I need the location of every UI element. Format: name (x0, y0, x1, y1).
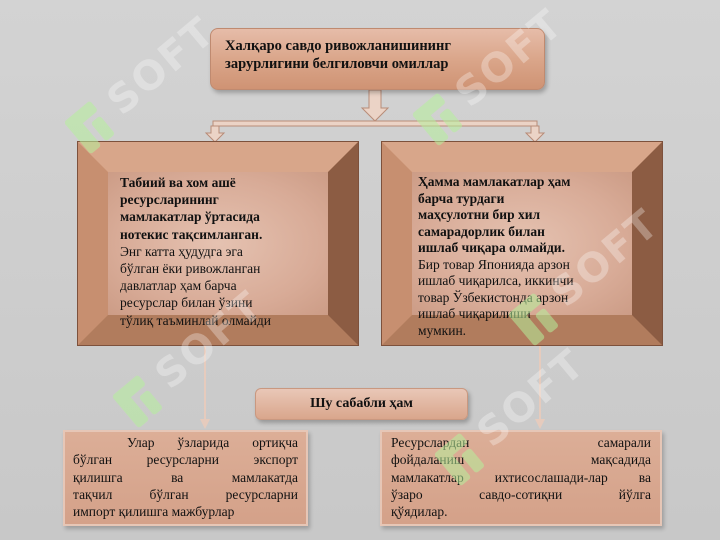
factor-line: тўлиқ таъминлай олмайди (120, 312, 271, 328)
factor-heading-line: Ҳамма мамлакатлар ҳам (418, 174, 571, 189)
factor-text: Ҳамма мамлакатлар ҳам барча турдаги маҳс… (412, 172, 632, 339)
conclusion-box-trade: Улар ўзларида ортиқча бўлган ресурсларни… (63, 430, 308, 526)
factor-line: ресурслар билан ўзини (120, 295, 253, 311)
factor-line: мумкин. (418, 322, 467, 338)
title-line: Халқаро савдо ривожланишининг (225, 38, 451, 54)
conclusion-line: импорт қилишга мажбурлар (73, 504, 235, 520)
factor-heading-line: мамлакатлар ўртасида (120, 209, 260, 225)
factor-heading-line: ишлаб чиқара олмайди. (418, 240, 565, 255)
factor-box-resources: Табиий ва хом ашё ресурсларининг мамлака… (77, 141, 359, 346)
conclusion-line: бўлган ресурсларни экспорт (73, 452, 298, 468)
factor-box-production: Ҳамма мамлакатлар ҳам барча турдаги маҳс… (381, 141, 663, 346)
factor-heading-line: Табиий ва хом ашё (120, 175, 236, 190)
connector-label: Шу сабабли ҳам (310, 396, 413, 411)
branch-bar (212, 120, 538, 127)
factor-heading-line: барча турдаги (418, 190, 505, 206)
title-down-arrow (360, 89, 390, 122)
conclusion-line: мамлакатлар ихтисослашади-лар ва (391, 469, 651, 485)
factor-text: Табиий ва хом ашё ресурсларининг мамлака… (108, 172, 328, 329)
factor-heading-line: маҳсулотни бир хил (418, 207, 541, 222)
conclusion-line: Улар ўзларида ортиқча (127, 435, 298, 450)
conclusion-line: қўядилар. (391, 504, 448, 520)
factor-line: бўлган ёки ривожланган (120, 261, 261, 277)
right-factor-arrow-head (535, 419, 545, 429)
left-factor-arrow-head (200, 419, 210, 429)
factor-line: Энг катта ҳудудга эга (120, 243, 243, 259)
factor-line: Бир товар Японияда арзон (418, 256, 570, 272)
conclusion-line: қилишга ва мамлакатда (73, 469, 298, 485)
branch-arrow-right (524, 125, 546, 143)
conclusion-line: тақчил бўлган ресурсларни (73, 486, 298, 502)
connector-label-box: Шу сабабли ҳам (255, 388, 468, 420)
branch-arrow-left (204, 125, 226, 143)
conclusion-line: фойдаланиш мақсадида (391, 452, 651, 468)
factor-heading-line: ресурсларининг (120, 192, 219, 208)
factor-line: ишлаб чиқарилса, иккинчи (418, 273, 574, 288)
factor-line: давлатлар ҳам барча (120, 278, 237, 294)
conclusion-line: ўзаро савдо-сотиқни йўлга (391, 486, 651, 502)
factor-line: ишлаб чиқарилиши (418, 306, 531, 321)
factor-heading-line: нотекис тақсимланган. (120, 226, 263, 242)
diagram-title-box: Халқаро савдо ривожланишининг зарурлигин… (210, 28, 545, 90)
factor-line: товар Ўзбекистонда арзон (418, 289, 569, 305)
conclusion-line: Ресурслардан самарали (391, 435, 651, 450)
factor-heading-line: самарадорлик билан (418, 223, 545, 239)
conclusion-box-specialization: Ресурслардан самарали фойдаланиш мақсади… (380, 430, 662, 526)
title-line: зарурлигини белгиловчи омиллар (225, 56, 449, 72)
